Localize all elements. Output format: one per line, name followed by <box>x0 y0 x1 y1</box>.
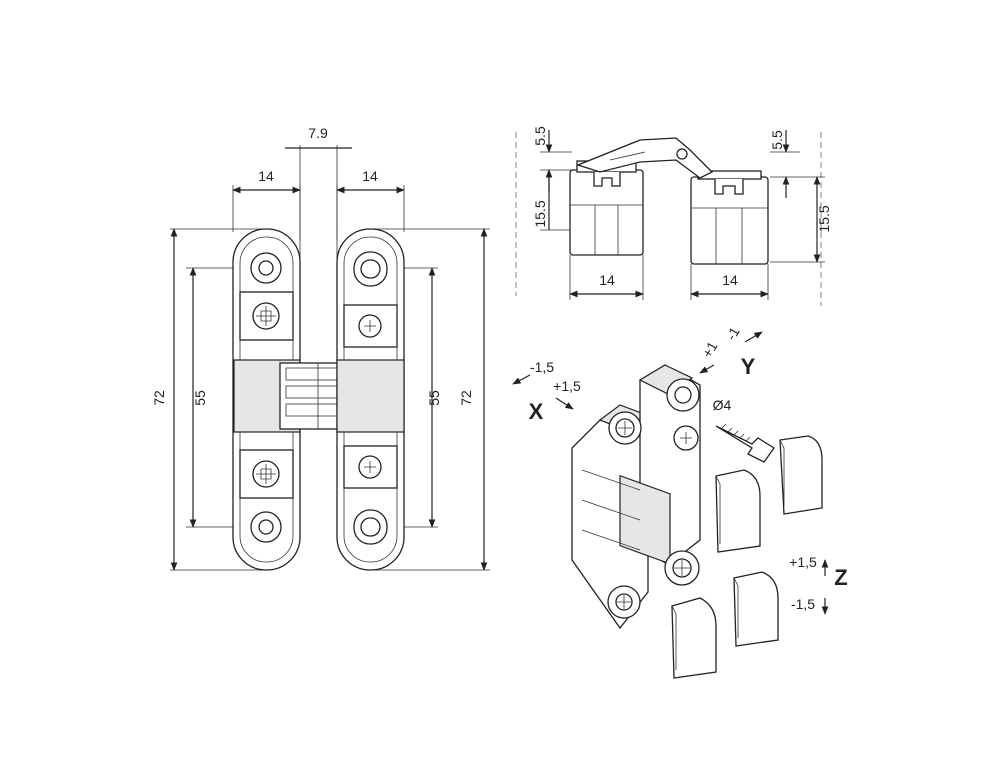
side-right-width-label: 14 <box>722 272 738 288</box>
iso-view: +1 -1 Y -1,5 +1,5 X Ø4 +1,5 -1,5 Z <box>512 324 848 679</box>
dim-gap-label: 7.9 <box>308 125 328 141</box>
iso-hinge-body <box>571 364 701 630</box>
z-minus-label: -1,5 <box>791 596 815 612</box>
front-view: 7.9 14 14 72 55 55 72 <box>151 125 490 571</box>
side-right-step-label: 5.5 <box>769 130 785 150</box>
iso-screw <box>715 423 775 463</box>
side-linkage-arm <box>576 137 714 179</box>
x-minus-label: -1,5 <box>530 359 554 375</box>
z-axis-label: Z <box>834 565 847 590</box>
y-plus-label: +1 <box>699 338 721 360</box>
x-axis-label: X <box>529 399 544 424</box>
dim-pitch-right-label: 55 <box>426 390 442 406</box>
z-plus-label: +1,5 <box>789 554 817 570</box>
dim-pitch-left-label: 55 <box>192 390 208 406</box>
side-left-depth-label: 15.5 <box>532 200 548 227</box>
dim-left-width-label: 14 <box>258 168 274 184</box>
front-right-body <box>336 228 405 571</box>
dim-height-left-label: 72 <box>151 390 167 406</box>
y-minus-label: -1 <box>723 324 743 343</box>
x-plus-label: +1,5 <box>553 378 581 394</box>
front-left-body <box>232 228 301 571</box>
side-view: 5.5 15.5 14 14 5.5 15.5 <box>515 126 832 306</box>
side-left-block <box>569 160 644 256</box>
side-left-step-label: 5.5 <box>532 126 548 146</box>
side-right-depth-label: 15.5 <box>816 205 832 232</box>
dim-height-right-label: 72 <box>458 390 474 406</box>
dim-right-width-label: 14 <box>362 168 378 184</box>
side-right-block <box>690 170 769 265</box>
side-left-width-label: 14 <box>599 272 615 288</box>
screw-diameter-label: Ø4 <box>713 397 732 413</box>
y-axis-label: Y <box>741 354 756 379</box>
iso-cover-caps <box>671 435 823 679</box>
